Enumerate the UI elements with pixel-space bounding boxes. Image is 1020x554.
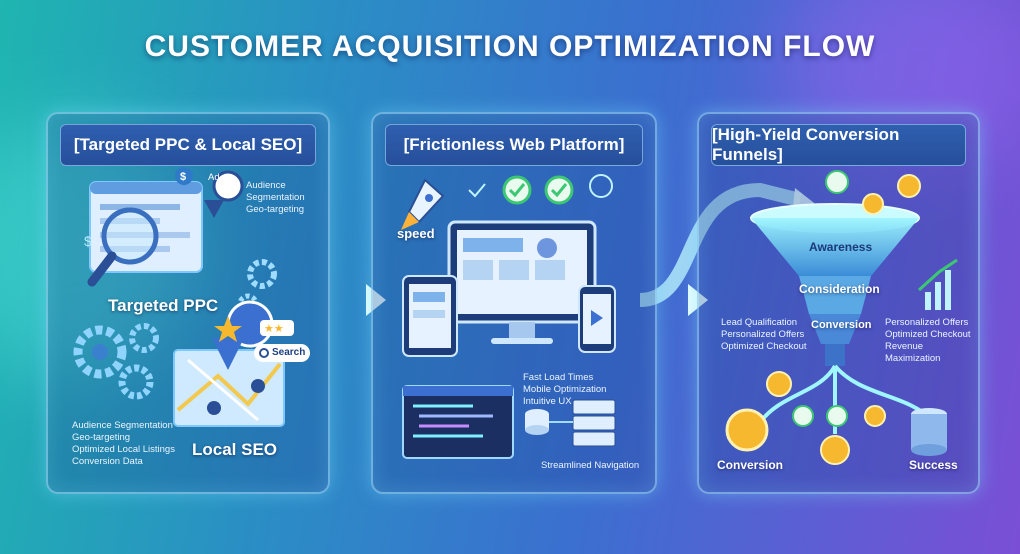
search-label[interactable]: Search: [272, 347, 306, 358]
right-notes: Personalized Offers Optimized Checkout R…: [885, 317, 971, 364]
panel-web-platform: [Frictionless Web Platform]: [371, 112, 657, 494]
conversion-label: Conversion: [717, 458, 784, 472]
stage-consideration: Consideration: [799, 282, 880, 296]
platform-features: Fast Load Times Mobile Optimization Intu…: [523, 372, 607, 407]
ppc-illustration: $ $ ★★: [73, 167, 310, 427]
panel-header: [Frictionless Web Platform]: [385, 124, 643, 166]
navigation-note: Streamlined Navigation: [541, 460, 640, 471]
page-title: CUSTOMER ACQUISITION OPTIMIZATION FLOW: [144, 30, 876, 63]
left-notes: Lead Qualification Personalized Offers O…: [721, 317, 807, 352]
stage-conversion: Conversion: [811, 319, 872, 331]
svg-text:★★: ★★: [264, 322, 284, 335]
audience-note: Audience Segmentation Geo-targeting: [246, 180, 305, 215]
success-label: Success: [909, 458, 958, 472]
stage-awareness: Awareness: [809, 240, 873, 254]
panel-header: [Targeted PPC & Local SEO]: [60, 124, 316, 166]
targeted-ppc-label: Targeted PPC: [108, 296, 219, 315]
panel-conversion-funnels: [High-Yield Conversion Funnels]: [697, 112, 980, 494]
ppc-bullets: Audience Segmentation Geo-targeting Opti…: [72, 420, 175, 467]
funnel-illustration: [725, 170, 958, 465]
web-illustration: [401, 174, 616, 459]
svg-text:$: $: [84, 233, 92, 249]
panel-ppc-seo: [Targeted PPC & Local SEO] $ $: [46, 112, 330, 494]
svg-text:$: $: [180, 171, 186, 183]
speed-label: speed: [397, 226, 435, 241]
local-seo-label: Local SEO: [192, 440, 278, 459]
ad-badge-text: Ad: [208, 172, 220, 183]
panel-header: [High-Yield Conversion Funnels]: [711, 124, 966, 166]
